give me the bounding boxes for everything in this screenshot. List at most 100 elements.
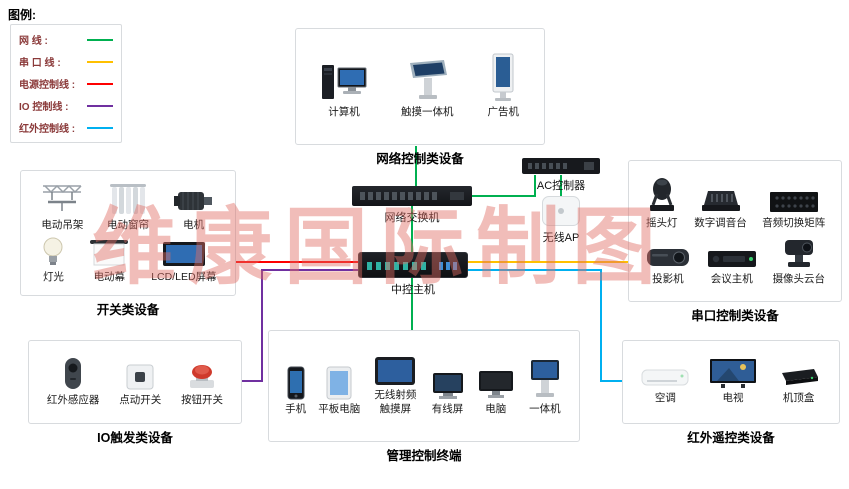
legend-row-io: IO 控制线 : (19, 98, 113, 113)
core-device-label: 无线AP (542, 232, 580, 244)
legend-title: 图例: (8, 8, 36, 22)
smartphone-icon (286, 366, 306, 400)
ac-controller: AC控制器 (522, 158, 600, 193)
device-label: 会议主机 (710, 273, 753, 286)
device-row: 空调 电视 (631, 358, 831, 405)
device-digital-mixer: 数字调音台 (694, 186, 747, 230)
device-motor: 电机 (172, 186, 216, 232)
device-label: 触摸一体机 (401, 106, 454, 119)
device-label: 红外感应器 (46, 393, 100, 406)
touch-kiosk-icon (404, 57, 450, 103)
device-label: 电脑 (485, 402, 507, 415)
device-lcd-led-screen: LCD/LED屏幕 (151, 240, 217, 284)
ir-sensor-icon (61, 357, 85, 391)
ac-controller-icon (522, 158, 600, 174)
computer-icon (321, 63, 367, 103)
core-device-label: 中控主机 (391, 284, 435, 296)
core-device-label: 网络交换机 (384, 212, 440, 224)
device-tablet: 平板电脑 (318, 366, 360, 416)
device-push-button: 按钮开关 (181, 361, 223, 407)
device-pc: 电脑 (477, 369, 515, 416)
infrared-line-swatch (87, 126, 113, 129)
audio-matrix-icon (769, 190, 819, 214)
legend-row-infrared: 红外控制线 : (19, 120, 113, 135)
device-camera-ptz: 摄像头云台 (773, 238, 825, 286)
jog-switch-icon (125, 363, 155, 391)
io-line-swatch (87, 104, 113, 107)
legend-row-serial: 串 口 线 : (19, 54, 113, 69)
lcd-screen-icon (161, 240, 207, 268)
serial-devices-box: 摇头灯 数字调音台 (628, 160, 842, 302)
device-wired-screen: 有线屏 (431, 371, 465, 416)
conference-host-icon (707, 248, 757, 270)
device-computer: 计算机 (321, 63, 367, 119)
legend-label: 电源控制线 : (19, 80, 76, 91)
device-row: 红外感应器 点动开关 按钮开关 (37, 357, 233, 407)
device-ad-machine: 广告机 (487, 53, 520, 119)
device-label: 手机 (285, 402, 307, 415)
group-title-serial: 串口控制类设备 (691, 309, 779, 323)
device-electric-hanger: 电动吊架 (40, 182, 84, 232)
device-all-in-one: 一体机 (527, 358, 563, 416)
device-label: LCD/LED屏幕 (151, 271, 217, 284)
device-label: 电动窗帘 (106, 218, 149, 231)
device-projector: 投影机 (645, 244, 691, 286)
central-host-icon (358, 252, 468, 278)
wire-host-to-io-devices (242, 269, 358, 382)
device-label: 无线射频触摸屏 (374, 389, 417, 415)
device-jog-switch: 点动开关 (119, 363, 161, 407)
device-label: 数字调音台 (694, 216, 747, 229)
io-devices-box: 红外感应器 点动开关 按钮开关 (28, 340, 242, 424)
network-switch-icon (352, 186, 472, 206)
device-label: 电机 (183, 218, 205, 231)
device-audio-matrix: 音频切换矩阵 (762, 190, 825, 230)
projection-screen-icon (88, 238, 130, 268)
tablet-icon (326, 366, 352, 400)
device-air-conditioner: 空调 (640, 367, 690, 405)
device-row: 计算机 触摸一体机 (304, 53, 536, 119)
switching-devices-box: 电动吊架 电动窗帘 (20, 170, 236, 296)
device-row: 摇头灯 数字调音台 (637, 176, 833, 230)
audio-mixer-icon (698, 186, 744, 214)
device-moving-head-light: 摇头灯 (645, 176, 679, 230)
push-button-icon (185, 361, 219, 391)
device-touch-all-in-one: 触摸一体机 (401, 57, 454, 119)
electric-curtain-icon (108, 182, 148, 216)
device-label: 有线屏 (431, 402, 464, 415)
power-line-swatch (87, 82, 113, 85)
device-ir-sensor: 红外感应器 (46, 357, 100, 407)
device-label: 点动开关 (119, 393, 162, 406)
legend-label: IO 控制线 : (19, 102, 69, 113)
set-top-box-icon (776, 365, 822, 389)
device-rf-touchscreen: 无线射频触摸屏 (372, 356, 418, 415)
rf-touchscreen-icon (374, 356, 416, 386)
device-row: 灯光 电动幕 LCD/LED屏幕 (29, 236, 227, 284)
air-conditioner-icon (640, 367, 690, 389)
device-light: 灯光 (39, 236, 67, 284)
legend-row-power: 电源控制线 : (19, 76, 113, 91)
motor-icon (172, 186, 216, 216)
network-switch: 网络交换机 (352, 186, 472, 225)
wireless-ap: 无线AP (531, 196, 591, 245)
device-label: 平板电脑 (318, 402, 361, 415)
network-devices-box: 计算机 触摸一体机 (295, 28, 545, 145)
legend-row-network: 网 线 : (19, 32, 113, 47)
device-set-top-box: 机顶盒 (776, 365, 822, 405)
tv-icon (709, 358, 757, 389)
device-row: 手机 平板电脑 无线射频触摸屏 (279, 356, 569, 415)
digital-signage-icon (490, 53, 516, 103)
camera-ptz-icon (778, 238, 820, 270)
legend-label: 串 口 线 : (19, 58, 61, 69)
device-tv: 电视 (709, 358, 757, 405)
wired-screen-icon (431, 371, 465, 400)
light-bulb-icon (39, 236, 67, 268)
network-line-swatch (87, 38, 113, 41)
device-label: 投影机 (652, 273, 684, 286)
device-label: 音频切换矩阵 (762, 216, 826, 229)
desktop-monitor-icon (477, 369, 515, 400)
electric-hanger-icon (40, 182, 84, 216)
wireless-ap-icon (542, 196, 580, 226)
device-label: 电动幕 (93, 271, 126, 284)
device-label: 广告机 (487, 106, 520, 119)
